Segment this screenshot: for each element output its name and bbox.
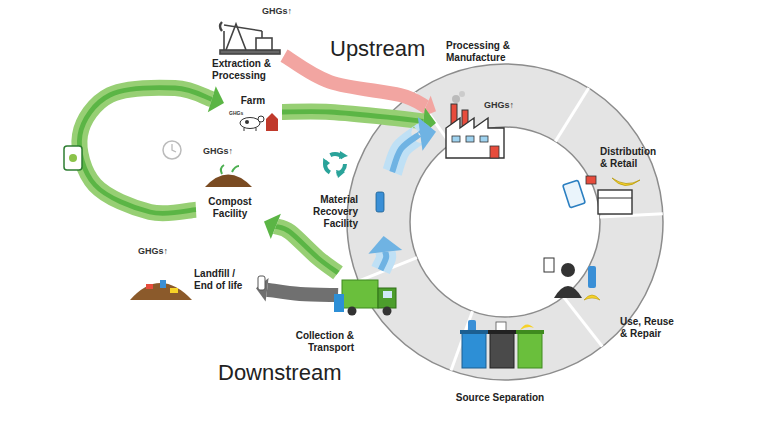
- sorting-bins: [460, 320, 544, 368]
- stage-label: Material Recovery Facility: [294, 194, 358, 230]
- stage-node: Extraction & Processing: [212, 14, 284, 56]
- stage-node: Distribution & Retail: [560, 140, 660, 218]
- stage-label: Collection & Transport: [276, 330, 354, 354]
- emission-label: GHGs↑: [484, 100, 514, 110]
- facility-blob: Compost Facility: [196, 188, 264, 228]
- stage-node: Material Recovery Facility: [362, 172, 398, 236]
- band-core: [381, 252, 387, 270]
- stage-label: Farm: [224, 95, 282, 107]
- band-path: [284, 56, 426, 107]
- recycle-symbol: [323, 151, 348, 178]
- flow-band: [282, 108, 436, 135]
- band-path: [79, 88, 211, 214]
- stream-heading: Upstream: [330, 36, 425, 62]
- blob-fill: [225, 93, 282, 131]
- stage-label: Extraction & Processing: [212, 58, 292, 82]
- band-path: [392, 133, 421, 172]
- arrow-head: [264, 214, 281, 239]
- stage-label: Processing & Manufacture: [446, 40, 526, 64]
- band-path: [381, 252, 387, 270]
- band-path: [282, 112, 423, 122]
- retail-icons: [563, 176, 640, 214]
- stage-label: Landfill / End of life: [194, 268, 254, 292]
- seed-bag-icon: [64, 146, 82, 170]
- stream-heading: Downstream: [218, 360, 341, 386]
- stage-node: Use, Reuse & Repair: [538, 250, 606, 312]
- band-path: [267, 290, 338, 295]
- truck-icon: [334, 280, 396, 316]
- arrow-head: [208, 86, 224, 112]
- emission-label: GHGs↑: [262, 6, 292, 16]
- person-icon: [544, 258, 600, 300]
- bottle-icon: [376, 192, 384, 212]
- stage-node: Landfill / End of life: [128, 258, 256, 302]
- oil-pump-icon: [220, 22, 280, 54]
- flow-band: [256, 278, 338, 302]
- arrow-head: [418, 117, 436, 151]
- flow-band: [368, 236, 402, 270]
- band-core: [276, 226, 338, 273]
- ring-dividers: [359, 88, 663, 371]
- arrow-head: [256, 278, 269, 302]
- stage-node: Collection & Transport: [338, 270, 400, 322]
- flow-band: [392, 117, 436, 172]
- band-path: [276, 226, 338, 273]
- stage-label: Distribution & Retail: [600, 146, 662, 170]
- blob-fill: [197, 189, 264, 227]
- arrow-head: [368, 236, 402, 254]
- stage-label: Compost Facility: [196, 196, 264, 220]
- stage-label: Source Separation: [455, 392, 545, 404]
- band-core: [392, 133, 421, 172]
- emission-label: GHGs: [229, 110, 243, 116]
- flow-band: [79, 86, 224, 213]
- stage-label: Use, Reuse & Repair: [620, 316, 682, 340]
- stage-node: Source Separation: [452, 318, 548, 374]
- compost-pile: [205, 165, 252, 187]
- band-core: [79, 88, 211, 214]
- emission-label: GHGs↑: [203, 146, 233, 156]
- band-core: [282, 112, 423, 122]
- emission-label: GHGs↑: [138, 246, 168, 256]
- clock-icon: [163, 141, 181, 159]
